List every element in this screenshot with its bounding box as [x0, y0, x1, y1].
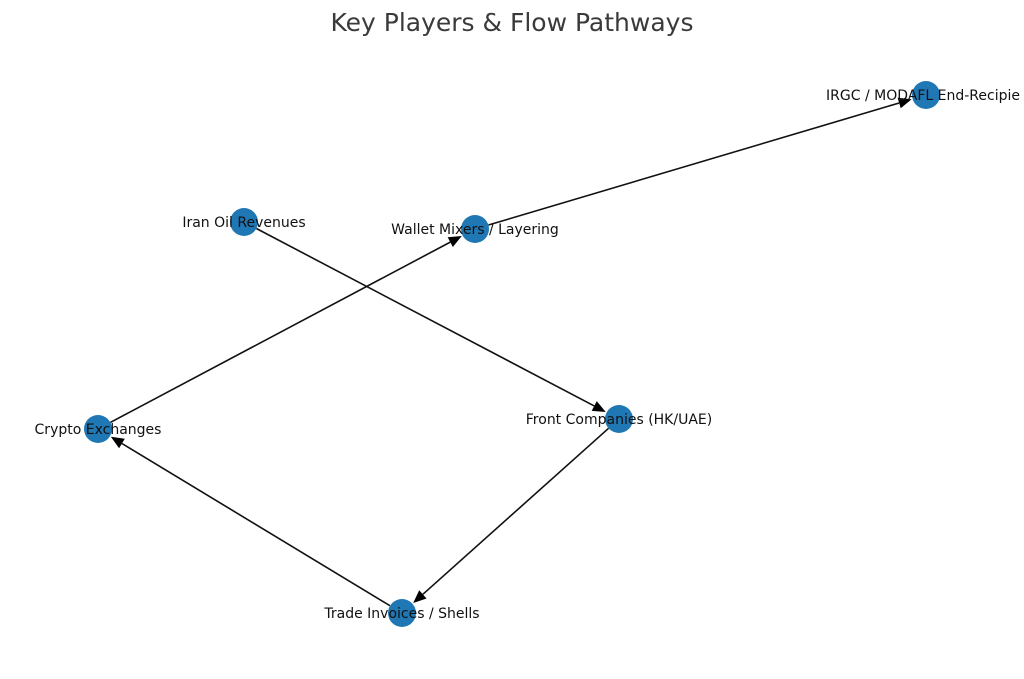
edge-wallet-to-irgc: [488, 97, 912, 226]
diagram-title: Key Players & Flow Pathways: [330, 8, 693, 37]
node-circle: [912, 81, 940, 109]
node-front: Front Companies (HK/UAE): [526, 405, 712, 433]
node-circle: [388, 599, 416, 627]
node-irgc: IRGC / MODAFL End-Recipie: [826, 81, 1020, 109]
node-circle: [84, 415, 112, 443]
edge-front-to-trade: [413, 427, 610, 604]
node-label: Wallet Mixers / Layering: [391, 222, 559, 238]
node-crypto: Crypto Exchanges: [35, 415, 162, 443]
node-circle: [605, 405, 633, 433]
edge-crypto-to-wallet: [109, 236, 462, 424]
edge-line: [109, 241, 451, 424]
node-label: IRGC / MODAFL End-Recipie: [826, 88, 1020, 104]
node-iran: Iran Oil Revenues: [182, 208, 306, 236]
edge-trade-to-crypto: [110, 436, 391, 607]
edge-line: [488, 102, 900, 226]
node-wallet: Wallet Mixers / Layering: [391, 215, 559, 243]
edge-line: [121, 442, 391, 607]
arrowhead-icon: [447, 236, 462, 247]
node-trade: Trade Invoices / Shells: [323, 599, 480, 627]
node-label: Crypto Exchanges: [35, 422, 162, 438]
arrowhead-icon: [110, 436, 125, 449]
edges-layer: [109, 97, 912, 607]
edge-line: [256, 227, 595, 407]
edge-line: [422, 427, 610, 595]
node-circle: [230, 208, 258, 236]
node-label: Iran Oil Revenues: [182, 215, 305, 231]
arrowhead-icon: [897, 97, 912, 109]
arrowhead-icon: [591, 401, 606, 413]
node-label: Trade Invoices / Shells: [323, 606, 479, 622]
node-circle: [461, 215, 489, 243]
edge-iran-to-front: [256, 227, 606, 413]
arrowhead-icon: [413, 590, 427, 604]
node-label: Front Companies (HK/UAE): [526, 412, 712, 428]
